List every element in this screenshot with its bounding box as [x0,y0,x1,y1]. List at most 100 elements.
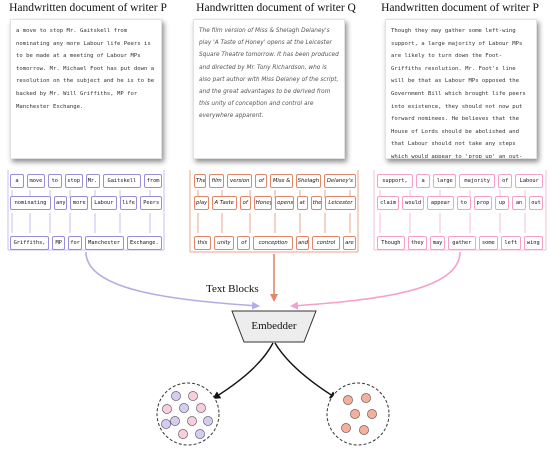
flow-arrow-p1 [85,251,260,310]
handwritten-document-q: The film version of Miss & Shelagh Delan… [193,19,345,159]
word-box: at [296,196,308,210]
embedding-point [171,391,181,401]
document-text: a move to stop Mr. Gaitskell from nomina… [16,28,155,110]
word-box: move [27,174,45,188]
document-text: The film version of Miss & Shelagh Delan… [199,28,339,120]
embedding-point [367,409,377,419]
word-box: MP [52,236,66,250]
word-box: Leicester [324,196,356,210]
embedding-point [187,416,197,426]
word-box: out [529,196,543,210]
embedding-point [361,393,371,403]
bracket-q [189,170,359,253]
document-text: Though they may gather some left-wing su… [391,28,526,159]
word-box: this [194,236,211,250]
word-box: they [407,236,428,250]
handwritten-document-p1: a move to stop Mr. Gaitskell from nomina… [10,19,162,159]
word-box: Honey [253,196,273,210]
doc-title-p2: Handwritten document of writer P [381,2,539,14]
word-box: a [415,174,431,188]
word-box: control [312,236,340,250]
word-box: Gaitskell [102,174,142,188]
word-box: are [342,236,357,250]
embedding-cluster-left [156,382,220,446]
word-box: stop [64,174,83,188]
word-box: opens [275,196,294,210]
word-box: Exchange. [126,236,163,250]
word-box: wing [523,236,543,250]
word-box: any [54,196,68,210]
word-box: left [501,236,521,250]
word-box: for [68,236,82,250]
word-box: Peers [140,196,162,210]
embedding-point [195,429,205,439]
embedding-point [350,409,360,419]
word-box: unity [213,236,235,250]
word-box: of [237,236,251,250]
word-box: version [227,174,253,188]
embedding-point [203,416,213,426]
word-box: Shelagh [295,174,321,188]
text-blocks-label: Text Blocks [206,283,259,295]
word-box: some [478,236,499,250]
embedding-point [161,419,171,429]
word-box: Mr. [85,174,100,188]
embedding-point [178,429,188,439]
word-box: and [295,236,310,250]
word-box: an [512,196,527,210]
embedding-points-right [341,393,377,435]
output-arrow-left [212,342,274,400]
word-box: may [430,236,445,250]
embedding-point [179,403,189,413]
word-box: nominating [10,196,52,210]
flow-arrow-p2 [290,251,461,310]
embedding-point [343,395,353,405]
word-box: more [70,196,89,210]
word-box: up [495,196,510,210]
word-box: majority [459,174,496,188]
word-box: appear [427,196,454,210]
embedder-box [231,310,317,343]
word-box: the [310,196,322,210]
word-box: would [402,196,425,210]
word-box: Labour [91,196,117,210]
embedding-point [359,425,369,435]
output-arrow-right [274,342,338,400]
embedding-point [170,416,180,426]
word-box: Griffiths, [10,236,50,250]
word-box: support, [377,174,413,188]
embedding-point [196,403,206,413]
embedding-point [162,404,172,414]
word-box: claim [377,196,400,210]
embedder-label: Embedder [251,320,297,332]
word-box: A Taste [211,196,237,210]
word-box: conception [253,236,293,250]
word-box: Manchester [84,236,124,250]
word-box: to [456,196,471,210]
doc-title-q: Handwritten document of writer Q [196,2,356,14]
word-box: gather [448,236,476,250]
word-box: Miss & [270,174,293,188]
word-box: play [194,196,209,210]
word-box: Though [377,236,405,250]
word-box: of [255,174,268,188]
word-box: large [433,174,457,188]
handwritten-document-p2: Though they may gather some left-wing su… [385,19,537,159]
word-box: of [239,196,251,210]
word-box: life [119,196,138,210]
word-box: prop [473,196,493,210]
bracket-p2 [373,170,547,251]
word-box: Labour [515,174,543,188]
word-box: of [498,174,513,188]
